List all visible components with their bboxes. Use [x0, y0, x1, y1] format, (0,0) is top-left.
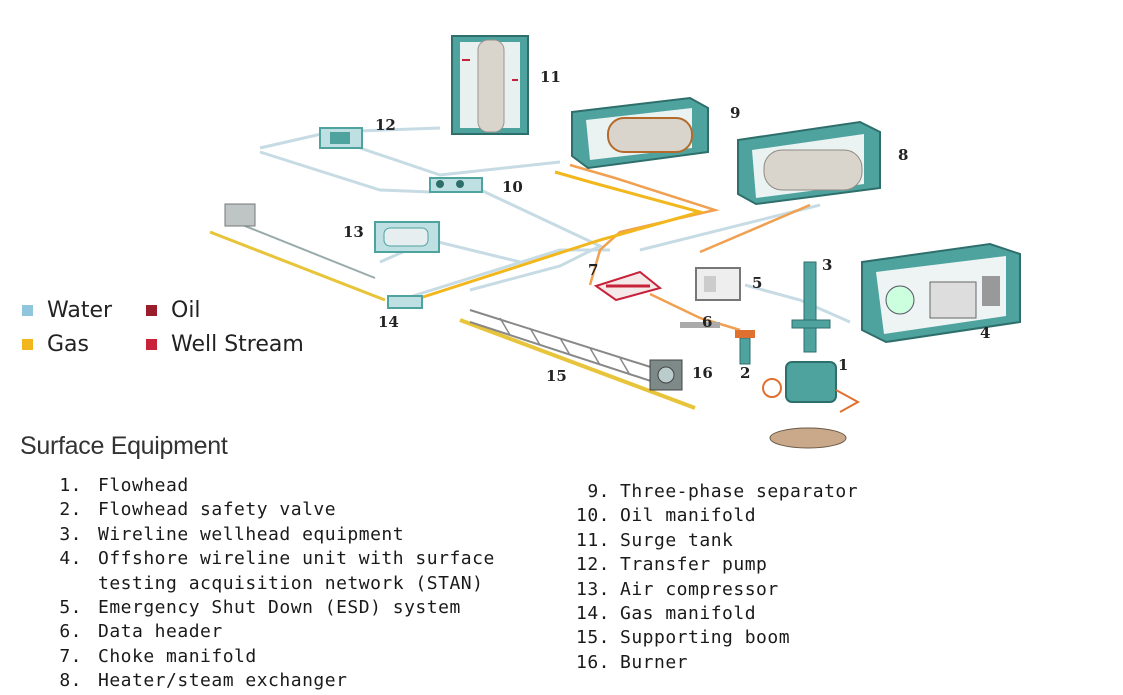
item-number: 3.	[59, 523, 82, 545]
list-item: 14. Gas manifold	[560, 602, 858, 626]
item-number: 9.	[587, 481, 610, 502]
gas-manifold	[387, 295, 423, 309]
offshore-wireline-unit	[861, 242, 1021, 344]
item-text: Heater/steam exchanger	[98, 670, 348, 692]
item-number: 8.	[59, 670, 82, 692]
list-item: 10. Oil manifold	[560, 504, 858, 528]
transfer-pump	[319, 127, 363, 149]
label-12: 12	[375, 116, 396, 134]
item-text: Air compressor	[620, 578, 779, 600]
label-8: 8	[898, 146, 908, 164]
data-header	[680, 322, 720, 328]
label-14: 14	[378, 313, 399, 331]
list-item: 8. Heater/steam exchanger	[40, 669, 495, 693]
item-number: 10.	[575, 505, 610, 527]
label-10: 10	[502, 178, 523, 196]
list-item: 11. Surge tank	[560, 529, 858, 553]
list-item-continuation: testing acquisition network (STAN)	[40, 572, 495, 596]
surface-equipment-illustration: 1 2 3 4 5 6 7 8 9 10 11 12 13 14 15 16	[209, 35, 1021, 449]
list-item: 2. Flowhead safety valve	[40, 498, 495, 522]
equipment-number-labels: 1 2 3 4 5 6 7 8 9 10 11 12 13 14 15 16	[343, 68, 990, 385]
item-text: Three-phase separator	[620, 481, 859, 502]
list-item: 7. Choke manifold	[40, 645, 495, 669]
legend-label-oil: Oil	[171, 298, 201, 323]
item-number: 5.	[59, 597, 82, 619]
list-item: 9. Three-phase separator	[560, 480, 858, 504]
item-text: Burner	[620, 651, 689, 673]
item-number: 7.	[59, 645, 82, 667]
label-2: 2	[740, 364, 750, 382]
list-item: 16. Burner	[560, 651, 858, 675]
upper-boom	[209, 203, 386, 302]
label-15: 15	[546, 367, 567, 385]
item-number: 16.	[575, 651, 610, 673]
item-text: Offshore wireline unit with surface	[98, 548, 495, 570]
item-number: 13.	[575, 578, 610, 600]
label-11: 11	[540, 68, 561, 86]
item-text: Emergency Shut Down (ESD) system	[98, 597, 461, 619]
esd-system	[695, 267, 741, 301]
legend-oil: Oil	[146, 298, 201, 323]
item-text: Wireline wellhead equipment	[98, 523, 405, 545]
item-text: Data header	[98, 621, 223, 643]
item-text: Oil manifold	[620, 505, 757, 527]
item-text: Supporting boom	[620, 627, 791, 649]
burner	[649, 359, 683, 391]
item-text: Flowhead	[98, 475, 189, 496]
legend-swatch-well-stream	[146, 339, 157, 350]
label-5: 5	[752, 274, 762, 292]
list-item: 12. Transfer pump	[560, 553, 858, 577]
label-7: 7	[588, 261, 598, 279]
item-number: 14.	[575, 603, 610, 625]
list-item: 5. Emergency Shut Down (ESD) system	[40, 596, 495, 620]
flowhead-safety-valve	[735, 330, 755, 365]
legend-well-stream: Well Stream	[146, 332, 304, 357]
list-item: 6. Data header	[40, 620, 495, 644]
label-3: 3	[822, 256, 832, 274]
list-item: 13. Air compressor	[560, 578, 858, 602]
choke-manifold	[593, 270, 663, 302]
legend-swatch-gas	[22, 339, 33, 350]
item-number: 2.	[59, 499, 82, 521]
list-item: 3. Wireline wellhead equipment	[40, 523, 495, 547]
legend-gas: Gas	[22, 332, 89, 357]
legend-swatch-oil	[146, 305, 157, 316]
item-number: 11.	[575, 529, 610, 551]
item-number: 4.	[59, 548, 82, 570]
label-16: 16	[692, 364, 713, 382]
three-phase-separator	[571, 96, 709, 170]
label-13: 13	[343, 223, 364, 241]
surge-tank	[451, 35, 529, 135]
supporting-boom	[459, 309, 696, 410]
legend-label-well-stream: Well Stream	[171, 332, 304, 357]
item-number: 6.	[59, 621, 82, 643]
equipment-list-right: 9.Three-phase separator 10.Oil manifold …	[560, 480, 858, 675]
label-1: 1	[838, 356, 848, 374]
legend-label-water: Water	[47, 298, 113, 323]
oil-manifold	[429, 177, 483, 193]
item-text: Gas manifold	[620, 603, 757, 625]
list-item: 1. Flowhead	[40, 474, 495, 498]
legend-swatch-water	[22, 305, 33, 316]
label-9: 9	[730, 104, 740, 122]
item-text: Choke manifold	[98, 645, 257, 667]
legend-water: Water	[22, 298, 112, 323]
item-text: testing acquisition network (STAN)	[98, 572, 484, 594]
wellhead-flowhead	[762, 261, 861, 449]
heater-steam-exchanger	[737, 120, 881, 206]
section-title: Surface Equipment	[20, 432, 228, 460]
label-6: 6	[702, 313, 712, 331]
item-number: 1.	[59, 475, 82, 496]
item-number: 12.	[575, 554, 610, 576]
label-4: 4	[980, 324, 990, 342]
list-item: 4. Offshore wireline unit with surface	[40, 547, 495, 571]
item-number: 15.	[575, 627, 610, 649]
item-text: Flowhead safety valve	[98, 499, 337, 521]
air-compressor	[374, 221, 440, 253]
item-text: Transfer pump	[620, 554, 768, 576]
list-item: 15. Supporting boom	[560, 626, 858, 650]
item-text: Surge tank	[620, 529, 734, 551]
equipment-list-left: 1. Flowhead 2. Flowhead safety valve 3. Wir…	[40, 474, 495, 694]
legend-label-gas: Gas	[47, 332, 89, 357]
